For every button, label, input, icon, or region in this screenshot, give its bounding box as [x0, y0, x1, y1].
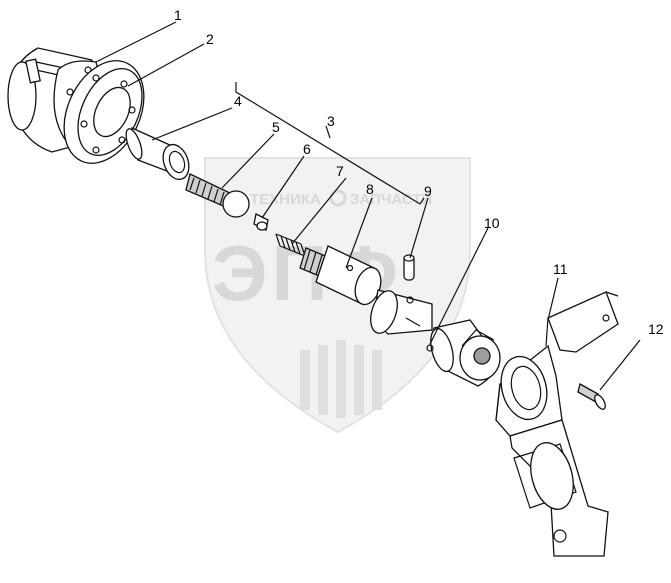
leader-1 — [95, 21, 177, 63]
part-6-pin — [253, 213, 269, 231]
callout-labels: 1 2 3 4 5 6 7 8 9 10 11 12 — [174, 7, 664, 337]
leader-5 — [221, 133, 275, 189]
callout-9: 9 — [424, 183, 432, 199]
watermark-shield — [204, 157, 471, 434]
watermark-label-left: ТЕХНИКА — [250, 191, 321, 208]
watermark-label-right: ЗАПЧАСТИ — [350, 191, 432, 208]
part-2-flange — [63, 60, 145, 164]
callout-12: 12 — [648, 321, 664, 337]
callout-3: 3 — [327, 113, 335, 129]
leader-10 — [429, 227, 489, 345]
part-8-plunger — [299, 245, 382, 306]
part-12-screw — [577, 383, 606, 410]
part-4-bushing — [125, 126, 190, 181]
part-7-spring — [275, 233, 306, 257]
callout-11: 11 — [553, 261, 568, 277]
callout-10: 10 — [484, 215, 500, 231]
part-11-bracket — [495, 291, 619, 557]
callout-2: 2 — [206, 31, 214, 47]
leader-2 — [127, 43, 205, 87]
leader-lines — [95, 21, 641, 391]
part-10-socket — [426, 319, 501, 387]
callout-7: 7 — [336, 163, 344, 179]
leader-12 — [599, 339, 641, 391]
leader-6 — [261, 155, 305, 219]
part-5-ball-screw — [185, 173, 250, 218]
wheat-icon — [300, 340, 382, 418]
leader-7 — [291, 177, 347, 245]
callout-6: 6 — [303, 141, 311, 157]
callout-5: 5 — [272, 119, 280, 135]
callout-3-bracket — [235, 82, 425, 205]
callout-8: 8 — [366, 181, 374, 197]
part-sleeve — [370, 289, 433, 335]
callout-4: 4 — [234, 93, 242, 109]
leader-3 — [325, 125, 331, 139]
callout-1: 1 — [174, 7, 182, 23]
part-9-dowel — [403, 254, 415, 281]
leader-11 — [547, 277, 559, 321]
leader-4 — [151, 107, 233, 141]
gear-icon — [329, 189, 347, 207]
leader-8 — [345, 197, 373, 269]
leader-9 — [409, 197, 429, 259]
